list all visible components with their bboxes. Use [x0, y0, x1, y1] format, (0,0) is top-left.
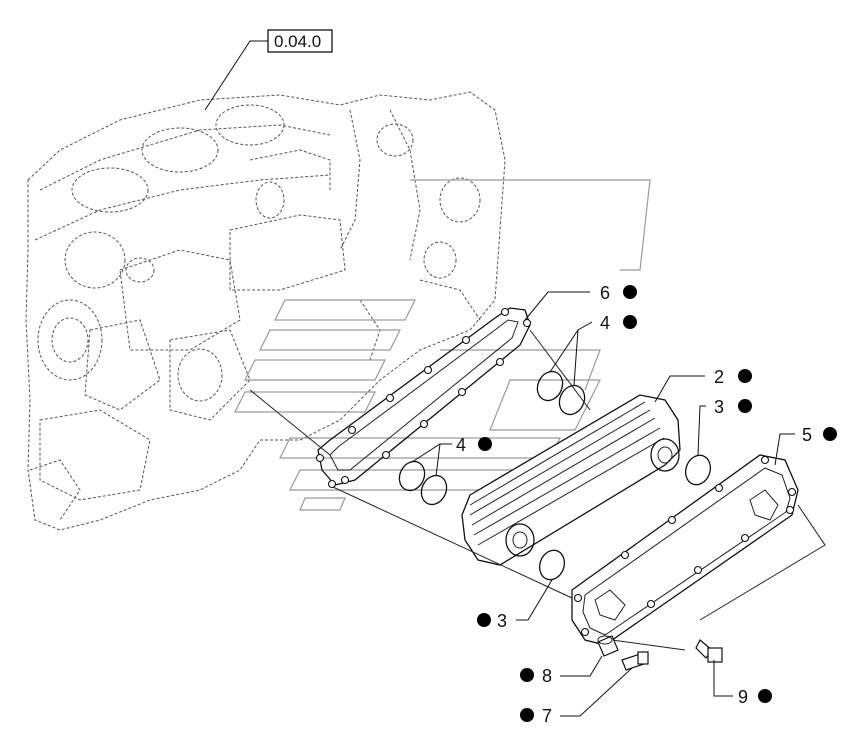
callout-2: 2: [714, 367, 752, 387]
callout-3-lower-number: 3: [497, 611, 507, 631]
callout-8-dot: [520, 668, 534, 682]
part-4-o-rings-upper: [536, 370, 586, 416]
callout-4-lower-number: 4: [456, 435, 466, 455]
part-7-bolt: [621, 651, 649, 671]
callout-4-upper: 4: [600, 313, 637, 333]
assembly-lines: [249, 329, 826, 651]
callout-3-upper: 3: [714, 397, 752, 417]
callout-5-dot: [823, 427, 837, 441]
callout-4-upper-dot: [623, 315, 637, 329]
callout-6-number: 6: [600, 283, 610, 303]
callout-7-number: 7: [542, 706, 552, 726]
callout-8-number: 8: [542, 666, 552, 686]
callout-4-upper-number: 4: [600, 313, 610, 333]
reference-label: 0.04.0: [274, 32, 321, 51]
reference-callout: 0.04.0: [204, 29, 333, 111]
callout-4-lower-dot: [478, 437, 492, 451]
callout-5-number: 5: [802, 425, 812, 445]
part-3-o-ring-left: [538, 549, 566, 581]
callout-3-upper-number: 3: [714, 397, 724, 417]
part-4-o-rings-lower: [398, 460, 448, 506]
callout-7: 7: [520, 706, 552, 726]
callout-3-upper-dot: [738, 399, 752, 413]
engine-block-phantom: [25, 91, 506, 531]
callout-6: 6: [600, 283, 637, 303]
callout-4-lower: 4: [456, 435, 492, 455]
part-9-bolt: [695, 639, 723, 663]
part-8-dowel: [597, 635, 619, 657]
callout-9: 9: [738, 687, 772, 707]
leader-lines: [411, 291, 795, 717]
callout-9-dot: [758, 689, 772, 703]
part-3-o-ring-right: [684, 454, 712, 486]
callout-3-lower: 3: [477, 611, 507, 631]
callout-2-number: 2: [714, 367, 724, 387]
callout-2-dot: [738, 369, 752, 383]
callout-7-dot: [520, 708, 534, 722]
part-5-cover: [571, 454, 799, 646]
callout-6-dot: [623, 285, 637, 299]
callout-9-number: 9: [738, 687, 748, 707]
callout-5: 5: [802, 425, 837, 445]
callout-8: 8: [520, 666, 552, 686]
part-6-gasket: [315, 307, 532, 489]
callout-3-lower-dot: [477, 613, 491, 627]
